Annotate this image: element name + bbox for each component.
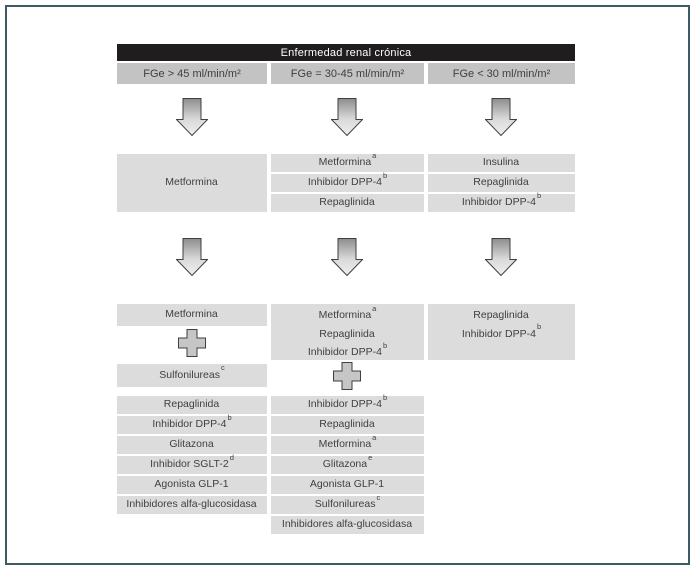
treatment-box: Metformina <box>117 154 267 212</box>
fge-box-gt45: FGe > 45 ml/min/m² <box>117 63 267 84</box>
header-bar: Enfermedad renal crónica <box>117 44 575 61</box>
treatment-box: Metforminaa Repaglinida Inhibidor DPP-4b <box>271 304 424 360</box>
option-box: Repaglinida <box>117 396 267 414</box>
treatment-box: Metforminaa <box>271 151 424 172</box>
fge-label: FGe > 45 ml/min/m² <box>143 67 241 80</box>
treatment-box: Inhibidor DPP-4b <box>271 171 424 192</box>
option-box: Glitazona <box>117 436 267 454</box>
down-arrow-icon <box>331 98 363 136</box>
treatment-box: Inhibidor DPP-4b <box>428 191 575 212</box>
fge-label: FGe < 30 ml/min/m² <box>452 67 551 80</box>
down-arrow-icon <box>176 238 208 276</box>
option-box: Inhibidor DPP-4b <box>117 413 267 434</box>
treatment-box: Repaglinida Inhibidor DPP-4b <box>428 304 575 360</box>
treatment-box: Repaglinida <box>271 194 424 212</box>
option-box: Glitazonae <box>271 453 424 474</box>
treatment-box: Repaglinida <box>428 174 575 192</box>
option-box: Inhibidores alfa-glucosidasa <box>271 516 424 534</box>
option-box: Repaglinida <box>271 416 424 434</box>
down-arrow-icon <box>485 98 517 136</box>
treatment-box: Metformina <box>117 304 267 326</box>
option-box: Agonista GLP-1 <box>117 476 267 494</box>
plus-icon <box>333 362 361 390</box>
fge-label: FGe = 30-45 ml/min/m² <box>290 67 405 80</box>
option-box: Inhibidor DPP-4b <box>271 393 424 414</box>
down-arrow-icon <box>176 98 208 136</box>
option-box: Agonista GLP-1 <box>271 476 424 494</box>
treatment-box: Insulina <box>428 154 575 172</box>
option-box: Inhibidores alfa-glucosidasa <box>117 496 267 514</box>
figure-title: Enfermedad renal crónica <box>280 46 412 59</box>
option-box: Sulfonilureasc <box>271 493 424 514</box>
figure-border <box>5 5 690 565</box>
treatment-box: Sulfonilureasc <box>117 364 267 387</box>
down-arrow-icon <box>485 238 517 276</box>
down-arrow-icon <box>331 238 363 276</box>
option-box: Inhibidor SGLT-2d <box>117 453 267 474</box>
fge-box-lt30: FGe < 30 ml/min/m² <box>428 63 575 84</box>
fge-box-30-45: FGe = 30-45 ml/min/m² <box>271 63 424 84</box>
plus-icon <box>178 329 206 357</box>
option-box: Metforminaa <box>271 433 424 454</box>
